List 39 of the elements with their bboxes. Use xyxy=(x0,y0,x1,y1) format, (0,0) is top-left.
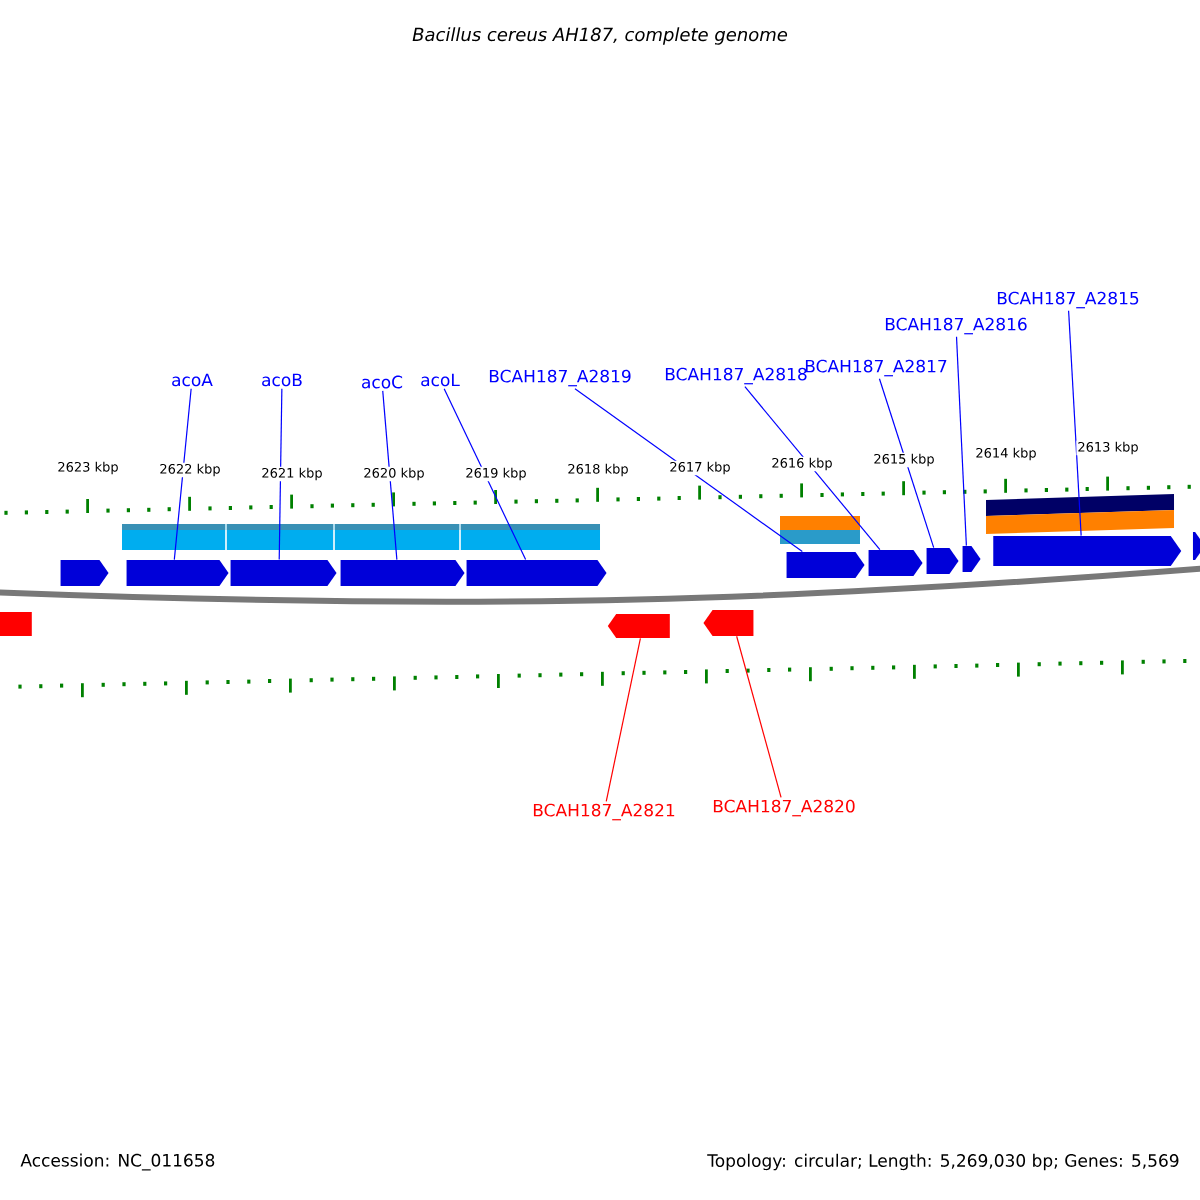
gene-feature xyxy=(868,550,923,576)
gene-label: BCAH187_A2821 xyxy=(533,803,675,821)
gene-label: acoL xyxy=(421,373,460,387)
gene-feature xyxy=(230,560,337,586)
gene-feature xyxy=(126,560,229,586)
gene-label: acoA xyxy=(172,373,213,387)
leader-line xyxy=(1068,310,1082,537)
gene-feature xyxy=(926,548,959,574)
leader-line xyxy=(605,637,641,802)
gene-feature xyxy=(340,560,465,586)
gene-feature xyxy=(703,610,754,636)
gene-label: BCAH187_A2816 xyxy=(885,317,1027,335)
gene-label: acoC xyxy=(362,375,403,389)
gene-feature xyxy=(466,560,607,586)
accession-text: Accession: NC_011658 xyxy=(20,1153,215,1171)
gene-feature xyxy=(786,552,865,578)
gene-feature xyxy=(607,614,670,638)
genome-info-text: Topology: circular; Length: 5,269,030 bp; Genes: 5,569 xyxy=(707,1153,1179,1171)
gene-feature xyxy=(60,560,109,586)
leader-line xyxy=(736,635,782,798)
gene-feature xyxy=(993,536,1182,566)
leader-line xyxy=(278,388,283,561)
gene-label: BCAH187_A2819 xyxy=(489,369,631,387)
leader-line xyxy=(955,336,967,547)
gene-label: BCAH187_A2820 xyxy=(713,799,855,817)
gene-label: BCAH187_A2815 xyxy=(997,291,1139,309)
gene-label: BCAH187_A2817 xyxy=(805,359,947,377)
leader-line xyxy=(878,378,935,549)
leader-line xyxy=(382,390,398,561)
gene-feature xyxy=(0,612,32,636)
title: Bacillus cereus AH187, complete genome xyxy=(412,27,788,45)
gene-label: BCAH187_A2818 xyxy=(665,367,807,385)
gene-label: acoB xyxy=(262,373,302,387)
gene-feature xyxy=(1192,532,1200,560)
leader-line xyxy=(173,388,192,561)
leader-line xyxy=(744,386,881,551)
gene-feature xyxy=(962,546,981,572)
leader-line xyxy=(443,388,527,561)
leader-line xyxy=(574,388,803,553)
